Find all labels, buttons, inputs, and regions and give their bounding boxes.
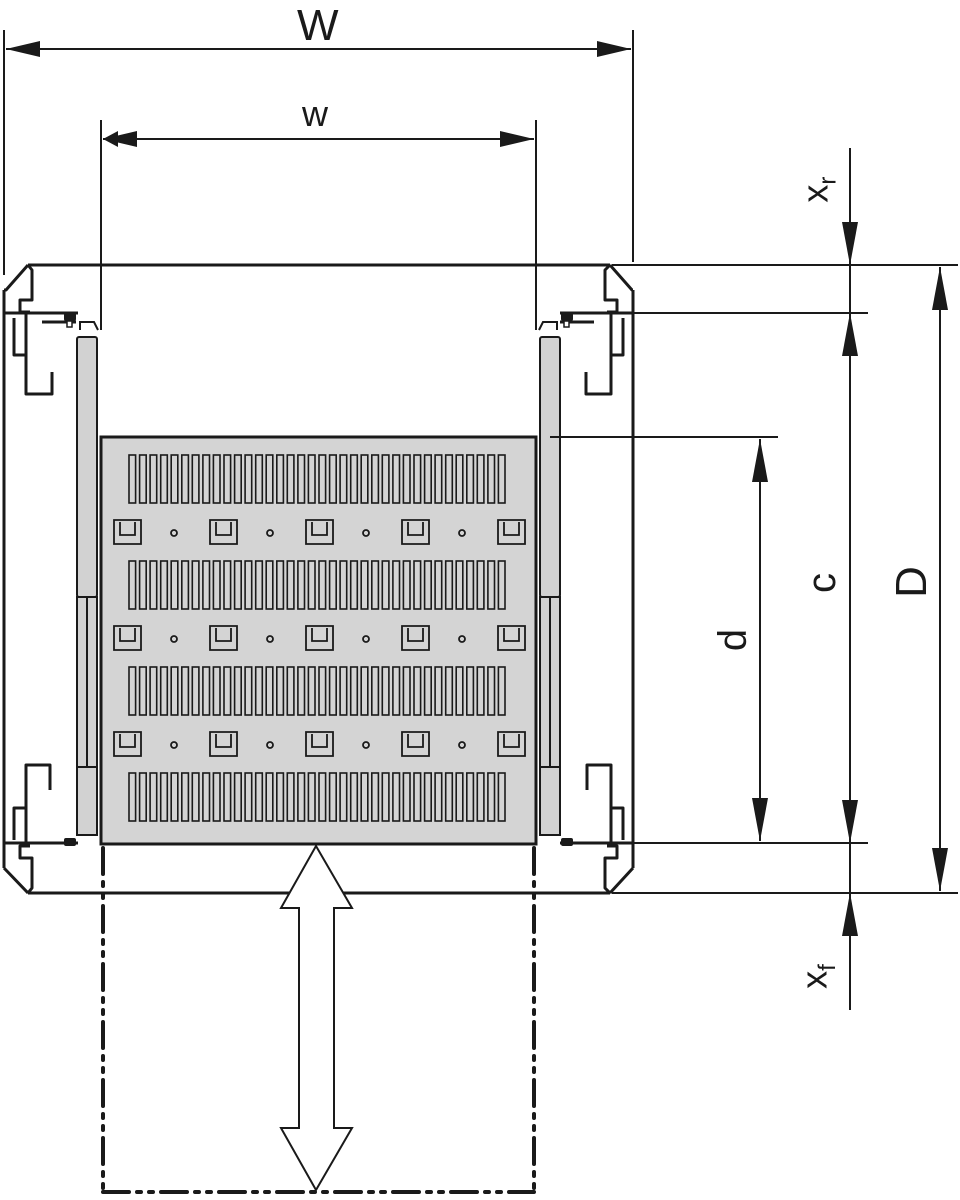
- mounting-hole-icon: [362, 529, 370, 537]
- bracket-cutout-icon: [401, 731, 430, 757]
- mounting-hole-icon: [266, 741, 274, 749]
- enclosure-depth-label: D: [886, 566, 936, 598]
- mounting-hole-icon: [458, 529, 466, 537]
- rear-offset-symbol: x: [794, 184, 836, 203]
- shelf-plate: [99, 435, 538, 846]
- bracket-cutout-icon: [209, 731, 238, 757]
- depth-extension-lines: [550, 264, 958, 894]
- right-telescopic-rail: [538, 321, 561, 836]
- front-offset-dimension: [842, 893, 858, 1010]
- bracket-cutout-icon: [113, 625, 142, 651]
- mounting-screws: [64, 313, 573, 846]
- mounting-hole-icon: [362, 741, 370, 749]
- outer-width-label: W: [297, 1, 339, 50]
- enclosure-depth-dimension: [932, 267, 948, 891]
- bracket-cutout-icon: [305, 731, 334, 757]
- shelf-depth-label: d: [711, 628, 756, 652]
- rear-offset-subscript: r: [814, 176, 842, 185]
- mounting-hole-icon: [458, 741, 466, 749]
- bracket-cutout-icon: [497, 519, 526, 545]
- front-offset-symbol: x: [793, 970, 835, 989]
- bracket-cutout-icon: [113, 731, 142, 757]
- mounting-hole-icon: [266, 635, 274, 643]
- mounting-hole-icon: [362, 635, 370, 643]
- rear-offset-dimension: [842, 148, 858, 313]
- shelf-depth-dimension: [752, 439, 768, 841]
- front-offset-label: xf: [793, 964, 841, 989]
- inner-width-dimension: [100, 120, 537, 330]
- left-telescopic-rail: [76, 321, 99, 836]
- bracket-cutout-icon: [401, 519, 430, 545]
- rear-offset-label: xr: [794, 176, 842, 203]
- rail-length-dimension: [842, 313, 858, 893]
- bracket-cutout-icon: [497, 625, 526, 651]
- bracket-cutout-icon: [305, 625, 334, 651]
- bracket-cutout-icon: [401, 625, 430, 651]
- bracket-cutout-icon: [113, 519, 142, 545]
- mounting-hole-icon: [170, 635, 178, 643]
- rail-length-label: c: [800, 573, 844, 593]
- mounting-hole-icon: [266, 529, 274, 537]
- inner-width-label: w: [302, 93, 328, 134]
- bracket-cutout-icon: [497, 731, 526, 757]
- bracket-cutout-icon: [209, 625, 238, 651]
- mounting-hole-icon: [458, 635, 466, 643]
- bracket-cutout-icon: [305, 519, 334, 545]
- mounting-hole-icon: [170, 529, 178, 537]
- extended-shelf-outline: [101, 846, 536, 1194]
- enclosure-frame: [2, 263, 635, 895]
- bracket-cutout-icon: [209, 519, 238, 545]
- pull-out-arrow-icon: [279, 843, 354, 1193]
- outer-width-dimension: [3, 30, 634, 275]
- front-offset-subscript: f: [813, 964, 841, 971]
- mounting-hole-icon: [170, 741, 178, 749]
